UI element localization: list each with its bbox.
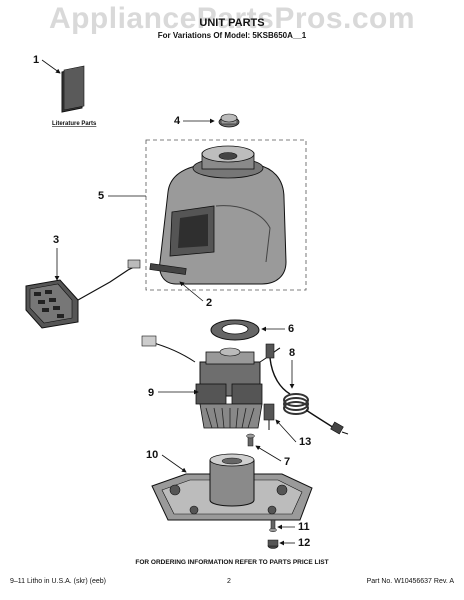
callout-2: 2 (206, 297, 212, 309)
gasket-ring-illustration (210, 319, 260, 341)
callout-9: 9 (148, 387, 154, 399)
literature-booklet-illustration (61, 65, 85, 113)
base-screw-illustration (269, 519, 277, 533)
leader-line-1 (41, 59, 61, 74)
power-cord-illustration (265, 343, 349, 435)
callout-1: 1 (33, 54, 39, 66)
blender-housing-illustration (149, 145, 287, 285)
callout-5: 5 (98, 190, 104, 202)
leader-line-13 (275, 419, 297, 443)
callout-6: 6 (288, 323, 294, 335)
watermark-text: AppliancePartsPros.com (48, 2, 416, 35)
callout-3: 3 (53, 234, 59, 246)
footer-litho: 9–11 Litho in U.S.A. (skr) (eeb) (10, 578, 106, 585)
screw-illustration (246, 433, 255, 447)
page-subtitle: For Variations Of Model: 5KSB650A__1 (157, 31, 307, 40)
control-panel-illustration (25, 259, 141, 329)
page-title: UNIT PARTS (199, 17, 265, 29)
leader-line-7 (255, 445, 282, 462)
housing-group-box (145, 139, 307, 291)
rubber-foot-illustration (267, 539, 279, 549)
drive-coupling-illustration (218, 113, 240, 128)
ordering-information-note: FOR ORDERING INFORMATION REFER TO PARTS … (135, 559, 329, 566)
leader-line-10 (161, 454, 187, 473)
motor-assembly-illustration (141, 335, 281, 429)
callout-10: 10 (146, 449, 158, 461)
footer-page-number: 2 (227, 578, 231, 585)
blender-base-illustration (151, 453, 313, 521)
cord-clamp-illustration (263, 403, 275, 430)
callout-13: 13 (299, 436, 311, 448)
leader-line-2 (179, 281, 204, 302)
literature-parts-label: Literature Parts (52, 121, 97, 127)
footer-part-number: Part No. W10456637 Rev. A (366, 578, 454, 585)
callout-8: 8 (289, 347, 295, 359)
callout-12: 12 (298, 537, 310, 549)
callout-4: 4 (174, 115, 181, 127)
callout-11: 11 (298, 521, 310, 533)
callout-7: 7 (284, 456, 290, 468)
